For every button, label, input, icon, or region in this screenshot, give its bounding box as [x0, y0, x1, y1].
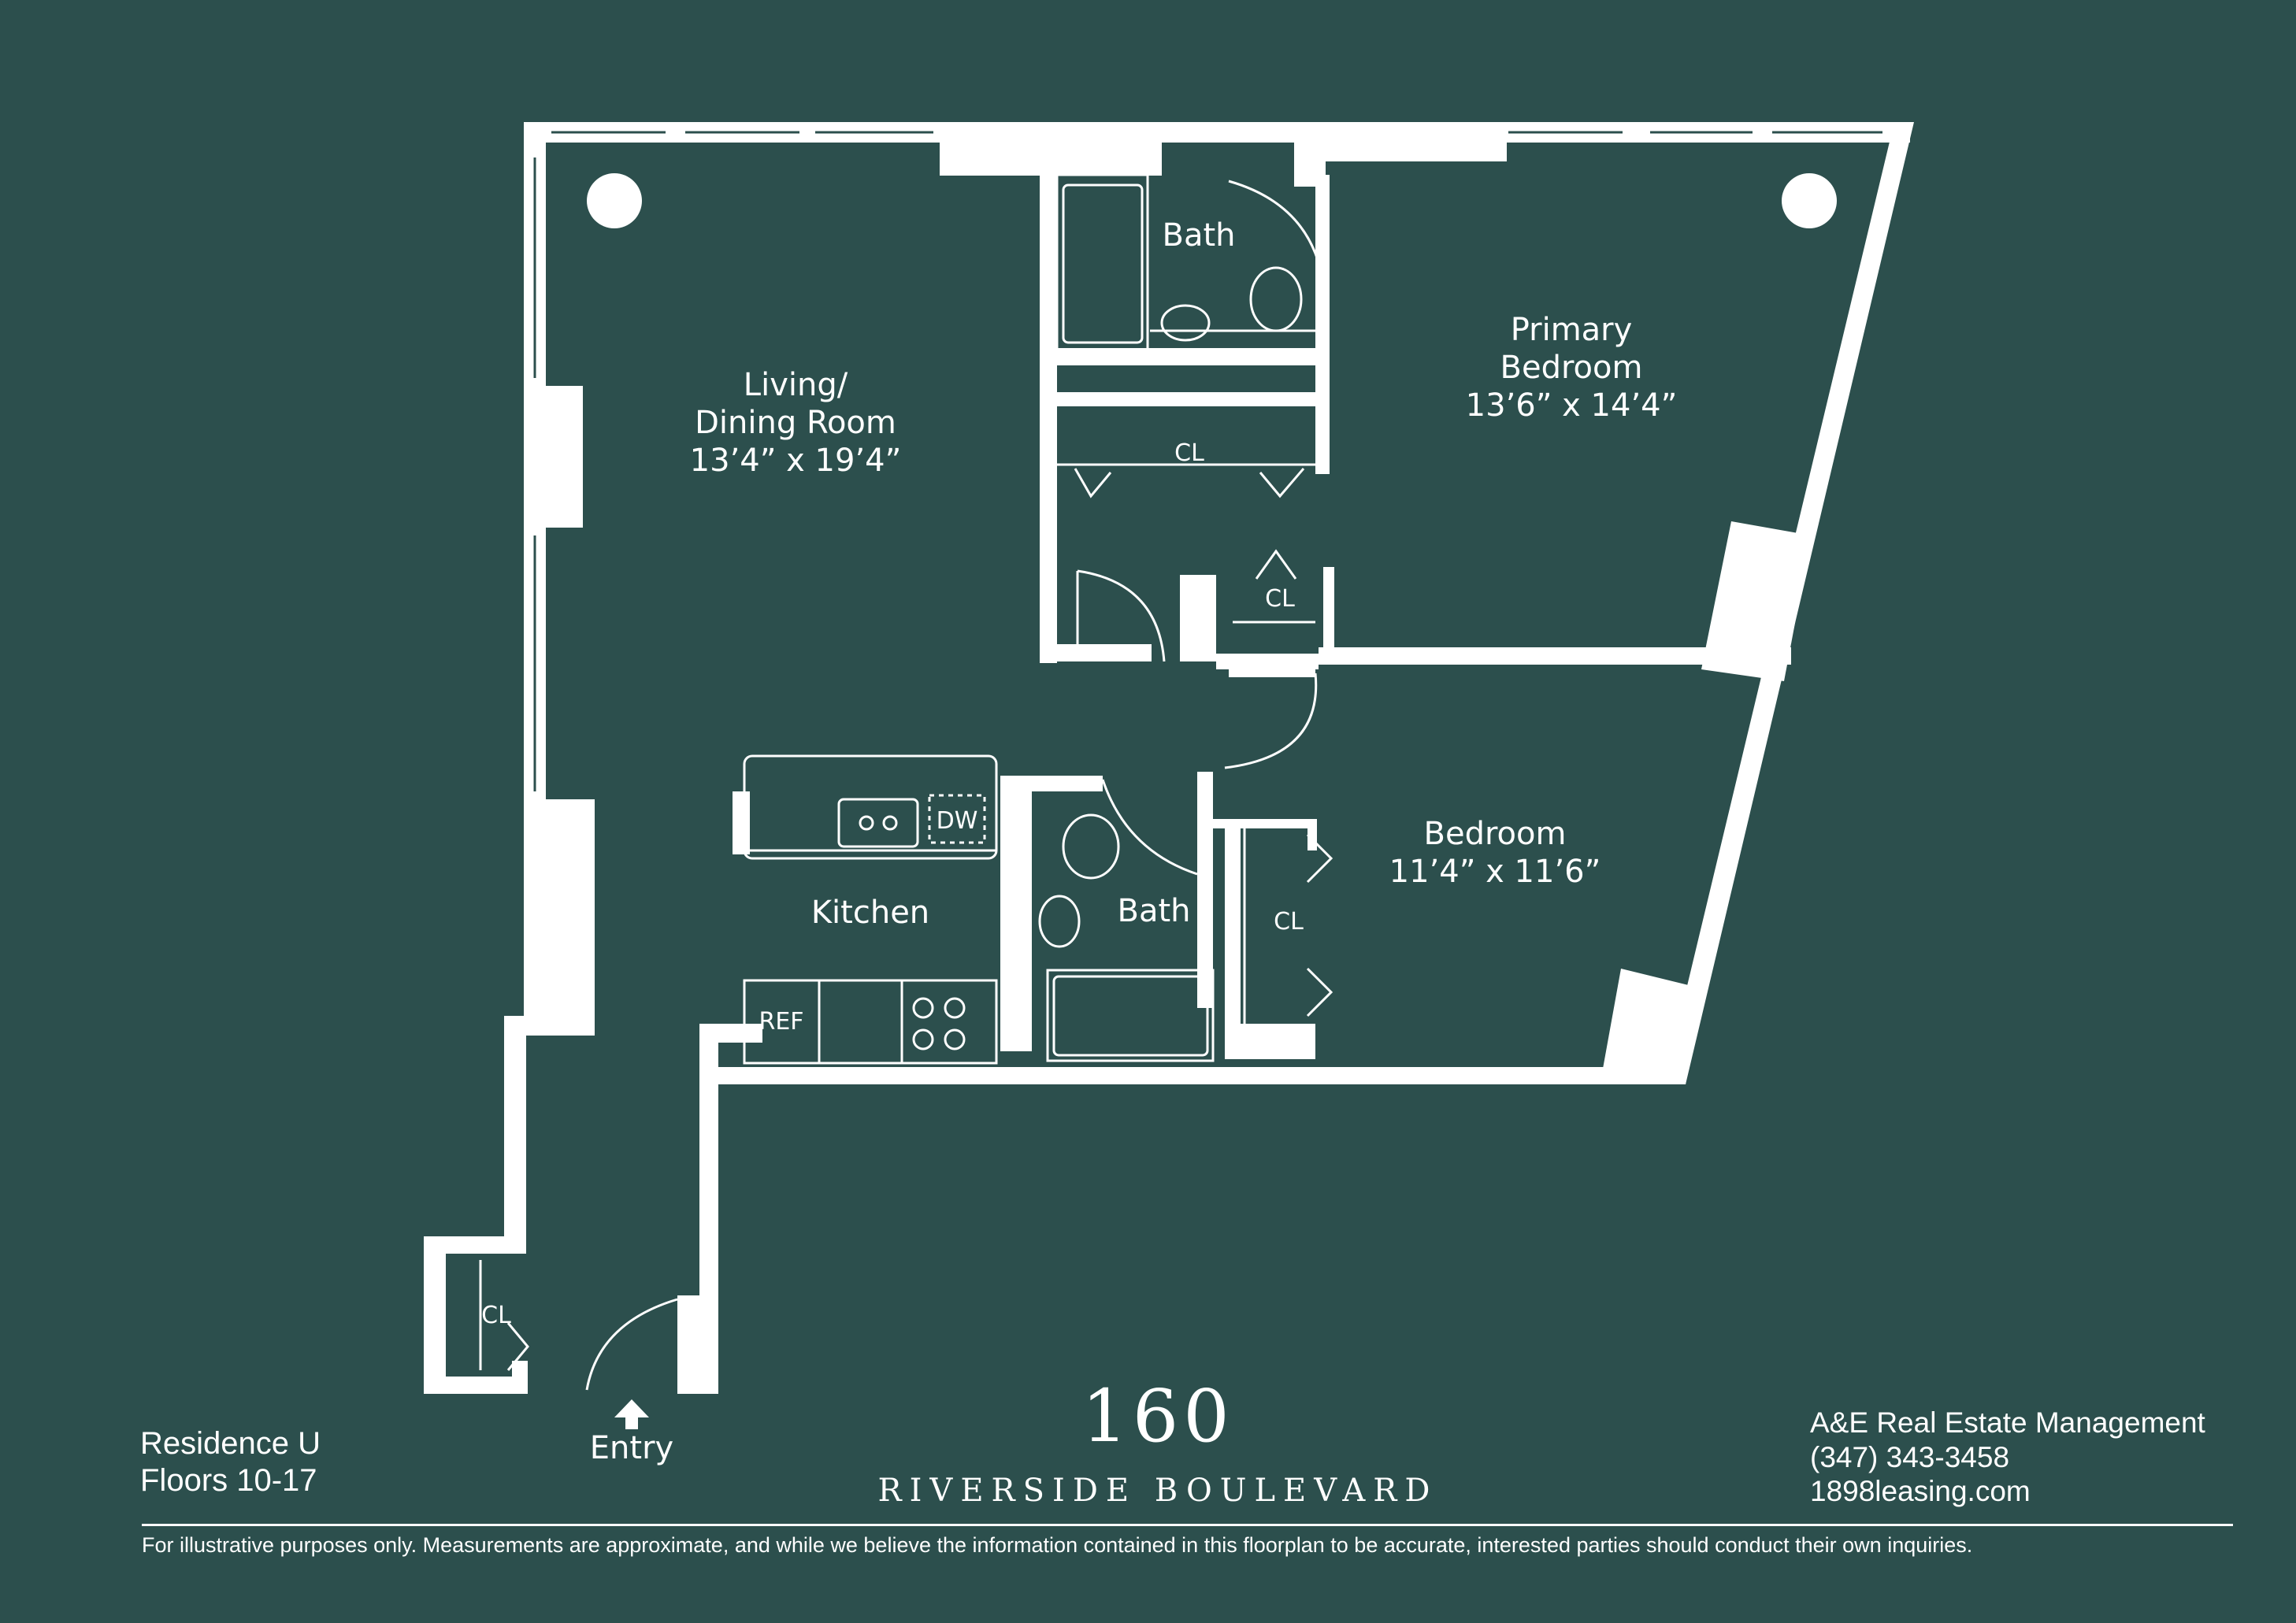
interior-walls — [733, 175, 1791, 1059]
living-room-size: 13’4” x 19’4” — [689, 443, 902, 479]
living-room-name-2: Dining Room — [695, 405, 896, 441]
primary-bedroom-name-1: Primary — [1510, 312, 1633, 348]
management-company: A&E Real Estate Management — [1810, 1406, 2205, 1439]
entry-label: Entry — [589, 1430, 674, 1466]
disclaimer: For illustrative purposes only. Measurem… — [142, 1533, 1973, 1557]
building-street: RIVERSIDE BOULEVARD — [877, 1473, 1438, 1509]
bedroom-name: Bedroom — [1423, 816, 1567, 852]
building-number: 160 — [1081, 1374, 1234, 1458]
bedroom-label: Bedroom 11’4” x 11’6” — [1389, 815, 1601, 891]
primary-bedroom-name-2: Bedroom — [1500, 350, 1643, 386]
fixtures — [479, 173, 1333, 1391]
closet-label: CL — [1174, 439, 1204, 467]
primary-bedroom-label: Primary Bedroom 13’6” x 14’4” — [1466, 311, 1678, 424]
closet-label: CL — [1274, 908, 1304, 936]
windows — [533, 131, 1882, 791]
kitchen-label: Kitchen — [810, 895, 930, 931]
columns — [587, 173, 1837, 228]
living-room-name-1: Living/ — [743, 367, 848, 403]
primary-bedroom-size: 13’6” x 14’4” — [1465, 387, 1678, 424]
management-info: A&E Real Estate Management (347) 343-345… — [1810, 1406, 2205, 1509]
management-website[interactable]: 1898leasing.com — [1810, 1475, 2031, 1508]
divider — [142, 1524, 2233, 1526]
dishwasher-label: DW — [936, 807, 978, 835]
top-bath-label: Bath — [1162, 217, 1236, 254]
residence-info: Residence U Floors 10-17 — [140, 1425, 321, 1499]
entry-arrow-icon — [614, 1399, 649, 1429]
closet-label: CL — [481, 1302, 511, 1329]
management-phone: (347) 343-3458 — [1810, 1440, 2010, 1473]
living-room-label: Living/ Dining Room 13’4” x 19’4” — [690, 366, 902, 480]
bottom-bath-label: Bath — [1117, 893, 1191, 929]
residence-name: Residence U — [140, 1426, 321, 1461]
exterior-walls — [424, 122, 1914, 1394]
bedroom-size: 11’4” x 11’6” — [1389, 854, 1601, 890]
closet-label: CL — [1265, 585, 1295, 613]
refrigerator-label: REF — [759, 1008, 804, 1036]
residence-floors: Floors 10-17 — [140, 1463, 317, 1499]
